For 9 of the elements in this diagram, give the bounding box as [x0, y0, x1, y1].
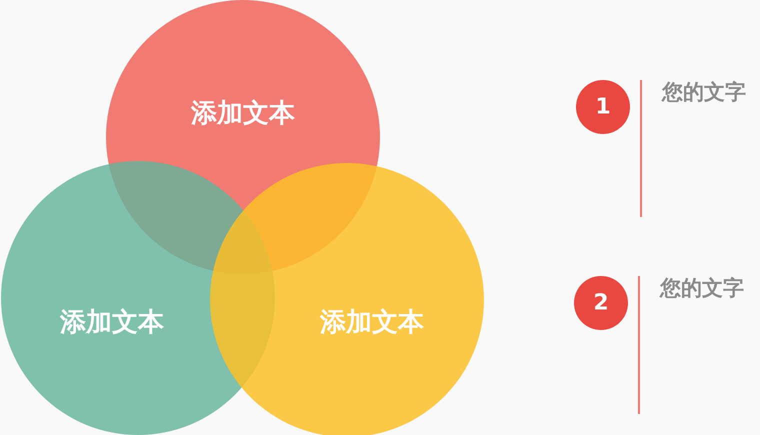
- step-number: 1: [595, 94, 611, 120]
- number-circle: [576, 80, 630, 134]
- item-text: 您的文字: [660, 275, 744, 302]
- item-text: 您的文字: [662, 79, 746, 106]
- step-number: 2: [593, 290, 609, 316]
- circle-label: 添加文本: [191, 98, 295, 130]
- number-circle: [574, 276, 628, 330]
- circle-label: 添加文本: [60, 306, 164, 340]
- circle-label: 添加文本: [320, 306, 424, 340]
